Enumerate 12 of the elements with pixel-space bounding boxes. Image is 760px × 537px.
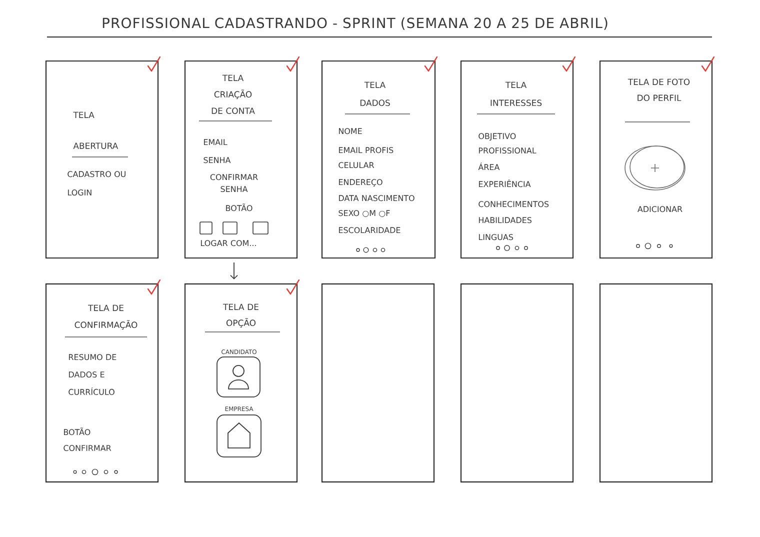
screen-title: TELA ABERTURA: [73, 112, 118, 149]
screen-title: TELA DE CONFIRMAÇÃO: [74, 304, 138, 330]
screen-title: TELA DADOS: [360, 82, 390, 106]
screen-frame: [460, 283, 574, 483]
screen-frame: [321, 283, 435, 483]
screen-title: TELA DE FOTO DO PERFIL: [628, 78, 690, 102]
arrow: [230, 262, 238, 280]
screen-title: TELA CRIAÇÃO DE CONTA: [212, 74, 255, 114]
screen-frame: [599, 283, 713, 483]
screen-title: TELA INTERESSES: [490, 82, 542, 106]
screen-title: TELA DE OPÇÃO: [223, 304, 258, 328]
title: PROFISSIONAL CADASTRANDO - SPRINT (SEMANA 20 A 25 DE ABRIL): [102, 17, 608, 30]
